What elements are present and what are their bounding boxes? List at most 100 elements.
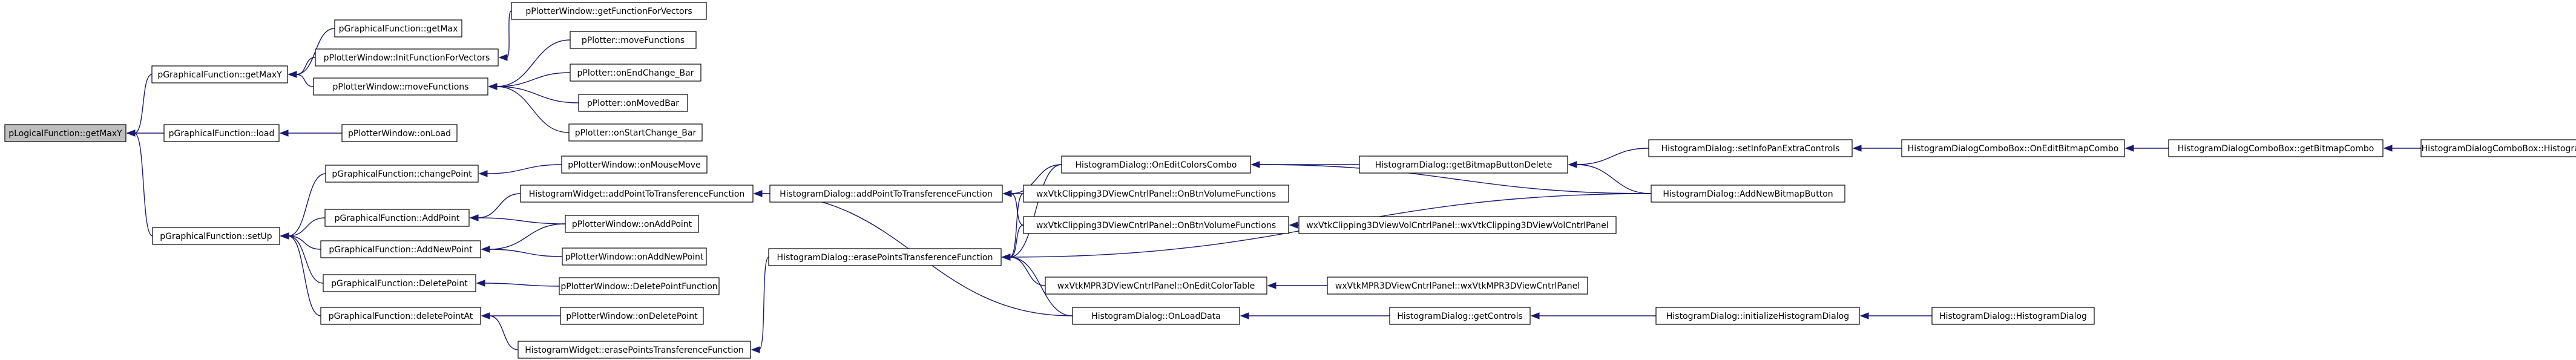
node-box[interactable] <box>518 341 751 359</box>
node-box[interactable] <box>152 227 280 245</box>
function-node[interactable]: pGraphicalFunction::deletePointAt <box>320 307 481 325</box>
function-node[interactable]: pPlotterWindow::onMouseMove <box>561 155 708 174</box>
function-node[interactable]: wxVtkClipping3DViewCntrlPanel::OnBtnVolu… <box>1023 185 1289 203</box>
node-box[interactable] <box>324 209 470 227</box>
function-node[interactable]: HistogramDialog::OnEditColorsCombo <box>1061 155 1251 174</box>
node-box[interactable] <box>1655 307 1860 325</box>
node-label: pGraphicalFunction::load <box>169 129 275 139</box>
function-node[interactable]: pPlotter::onStartChange_Bar <box>568 123 703 142</box>
node-box[interactable] <box>1359 155 1568 174</box>
function-node[interactable]: pPlotterWindow::DeletePointFunction <box>559 277 720 295</box>
node-box[interactable] <box>1023 216 1289 234</box>
node-box[interactable] <box>334 19 462 38</box>
node-label: pLogicalFunction::getMaxY <box>8 129 122 139</box>
call-edge <box>134 74 153 134</box>
function-node[interactable]: pPlotterWindow::onAddNewPoint <box>562 247 707 266</box>
node-box[interactable] <box>1648 139 1853 157</box>
arrowhead-icon <box>279 129 289 137</box>
call-edge <box>295 57 316 75</box>
node-box[interactable] <box>562 247 707 266</box>
function-node[interactable]: pGraphicalFunction::AddPoint <box>324 209 470 227</box>
node-box[interactable] <box>570 64 702 82</box>
node-box[interactable] <box>2420 139 2576 157</box>
function-node[interactable]: pGraphicalFunction::getMaxY <box>151 65 288 83</box>
function-node[interactable]: HistogramDialogComboBox::OnEditBitmapCom… <box>1901 139 2125 157</box>
node-box[interactable] <box>151 65 288 83</box>
node-label: pPlotterWindow::DeletePointFunction <box>560 282 717 292</box>
root-node-box[interactable] <box>4 124 126 142</box>
node-box[interactable] <box>323 274 476 292</box>
function-node[interactable]: HistogramDialog::erasePointsTransference… <box>768 248 1002 266</box>
node-box[interactable] <box>565 215 699 233</box>
function-node[interactable]: pPlotter::moveFunctions <box>570 31 697 49</box>
function-node[interactable]: HistogramDialog::getControls <box>1389 307 1531 325</box>
node-box[interactable] <box>320 240 481 258</box>
node-box[interactable] <box>768 248 1002 266</box>
function-node[interactable]: pPlotter::onMovedBar <box>578 94 688 112</box>
function-node[interactable]: HistogramDialog::OnLoadData <box>1072 307 1240 325</box>
function-node[interactable]: wxVtkClipping3DViewVolCntrlPanel::wxVtkC… <box>1298 216 1617 234</box>
function-node[interactable]: pPlotterWindow::onAddPoint <box>565 215 699 233</box>
node-box[interactable] <box>1072 307 1240 325</box>
function-node[interactable]: pGraphicalFunction::DeletePoint <box>323 274 476 292</box>
node-box[interactable] <box>313 77 488 96</box>
function-node[interactable]: pGraphicalFunction::setUp <box>152 227 280 245</box>
node-box[interactable] <box>1651 185 1845 203</box>
function-node[interactable]: HistogramDialogComboBox::getBitmapCombo <box>2168 139 2384 157</box>
arrowhead-icon <box>2124 145 2134 152</box>
function-node[interactable]: HistogramDialog::setInfoPanExtraControls <box>1648 139 1853 157</box>
function-node[interactable]: HistogramDialog::getBitmapButtonDelete <box>1359 155 1568 174</box>
node-box[interactable] <box>315 48 499 67</box>
function-node[interactable]: pPlotterWindow::moveFunctions <box>313 77 488 96</box>
node-box[interactable] <box>1023 185 1289 203</box>
node-box[interactable] <box>341 124 458 142</box>
node-box[interactable] <box>325 165 479 183</box>
node-box[interactable] <box>1931 307 2095 325</box>
function-node[interactable]: HistogramWidget::erasePointsTransference… <box>518 341 751 359</box>
node-label: HistogramDialog::AddNewBitmapButton <box>1663 189 1833 199</box>
function-node[interactable]: wxVtkMPR3DViewCntrlPanel::wxVtkMPR3DView… <box>1327 277 1588 295</box>
function-node[interactable]: pGraphicalFunction::load <box>163 124 280 142</box>
node-box[interactable] <box>1045 277 1267 295</box>
node-box[interactable] <box>1298 216 1617 234</box>
node-label: wxVtkClipping3DViewCntrlPanel::OnBtnVolu… <box>1036 189 1276 199</box>
node-box[interactable] <box>1389 307 1531 325</box>
function-node[interactable]: HistogramDialog::AddNewBitmapButton <box>1651 185 1845 203</box>
function-node[interactable]: HistogramDialog::initializeHistogramDial… <box>1655 307 1860 325</box>
function-node[interactable]: pLogicalFunction::getMaxY <box>4 124 126 142</box>
function-node[interactable]: HistogramDialog::HistogramDialog <box>1931 307 2095 325</box>
function-node[interactable]: wxVtkMPR3DViewCntrlPanel::OnEditColorTab… <box>1045 277 1267 295</box>
node-box[interactable] <box>1901 139 2125 157</box>
function-node[interactable]: pPlotter::onEndChange_Bar <box>570 64 702 82</box>
node-box[interactable] <box>2168 139 2384 157</box>
node-box[interactable] <box>520 185 754 203</box>
function-node[interactable]: pPlotterWindow::onDeletePoint <box>560 307 704 325</box>
node-box[interactable] <box>568 123 703 142</box>
function-node[interactable]: HistogramWidget::addPointToTransferenceF… <box>520 185 754 203</box>
node-box[interactable] <box>561 155 708 174</box>
function-node[interactable]: pGraphicalFunction::AddNewPoint <box>320 240 481 258</box>
function-node[interactable]: pPlotterWindow::onLoad <box>341 124 458 142</box>
node-box[interactable] <box>570 31 697 49</box>
node-box[interactable] <box>1061 155 1251 174</box>
function-node[interactable]: pGraphicalFunction::getMax <box>334 19 462 38</box>
node-box[interactable] <box>320 307 481 325</box>
node-box[interactable] <box>559 277 720 295</box>
function-node[interactable]: pPlotterWindow::InitFunctionForVectors <box>315 48 499 67</box>
node-box[interactable] <box>560 307 704 325</box>
node-box[interactable] <box>163 124 280 142</box>
call-edge <box>288 235 321 250</box>
node-box[interactable] <box>1327 277 1588 295</box>
arrowhead-icon <box>751 346 760 353</box>
function-node[interactable]: HistogramDialog::addPointToTransferenceF… <box>769 185 1003 203</box>
function-node[interactable]: pGraphicalFunction::changePoint <box>325 165 479 183</box>
node-box[interactable] <box>769 185 1003 203</box>
node-box[interactable] <box>511 2 707 20</box>
function-node[interactable]: pPlotterWindow::getFunctionForVectors <box>511 2 707 20</box>
function-node[interactable]: wxVtkClipping3DViewCntrlPanel::OnBtnVolu… <box>1023 216 1289 234</box>
call-edge <box>1009 257 1073 316</box>
function-node[interactable]: HistogramDialogComboBox::HistogramDialog… <box>2420 139 2576 157</box>
node-label: pPlotterWindow::onAddPoint <box>572 220 692 229</box>
node-box[interactable] <box>578 94 688 112</box>
arrowhead-icon <box>1240 312 1249 319</box>
